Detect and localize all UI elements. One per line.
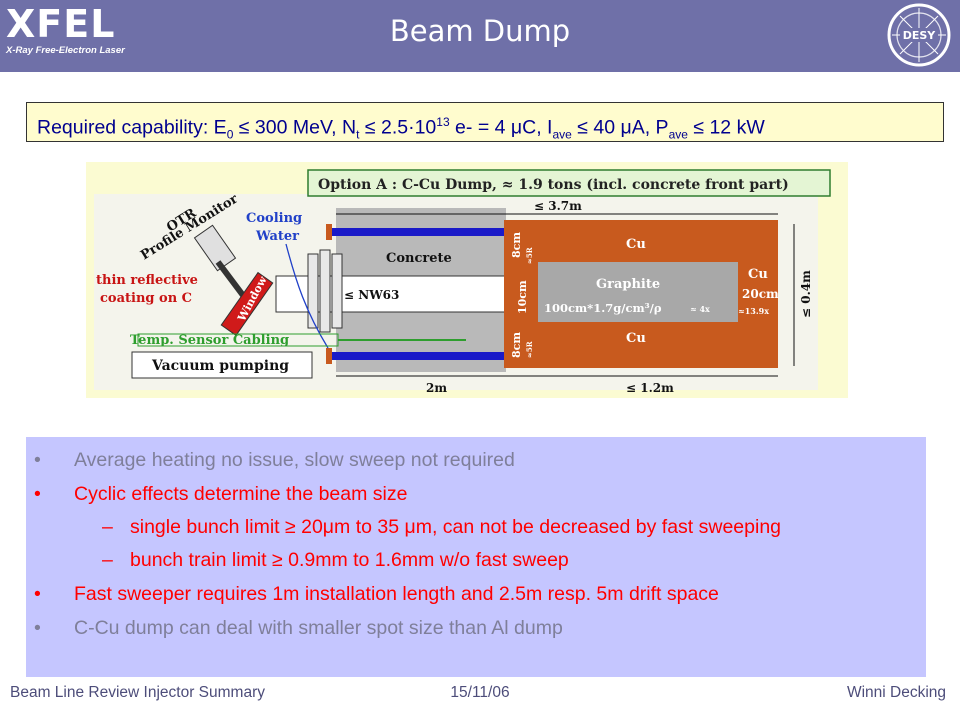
vacuum-box xyxy=(131,351,313,379)
bullet-marker: • xyxy=(34,617,41,639)
dim-top-label: ≤ 3.7m xyxy=(534,199,582,213)
dim-8cm-bottom: 8cm xyxy=(510,332,523,358)
footer-left: Beam Line Review Injector Summary xyxy=(10,684,265,701)
bullet-marker: • xyxy=(34,449,41,471)
cap-p-val: ≤ 12 kW xyxy=(687,116,765,139)
cap-i-sub: ave xyxy=(552,127,572,142)
cap-p-sub: ave xyxy=(668,127,688,142)
cooling-label: Cooling xyxy=(246,211,302,226)
graphite-label: Graphite xyxy=(596,277,660,292)
water-label: Water xyxy=(255,229,299,244)
cap-n-val: ≤ 2.5·10 xyxy=(359,116,437,139)
dim-5rm-top: ≈5R xyxy=(525,247,534,264)
cap-e-val: ≤ 300 MeV, N xyxy=(233,116,357,139)
graphite-core xyxy=(538,262,738,322)
dim-8cm-top: 8cm xyxy=(510,232,523,258)
cap-n-sub: t xyxy=(356,127,360,142)
cap-n-tail: e- = 4 μC, I xyxy=(449,116,553,139)
footer: Beam Line Review Injector Summary 15/11/… xyxy=(0,684,960,702)
bullet-text: Fast sweeper requires 1m installation le… xyxy=(74,583,719,605)
bullet-item: • C-Cu dump can deal with smaller spot si… xyxy=(26,611,926,645)
sub-bullet-item: –single bunch limit ≥ 20μm to 35 μm, can… xyxy=(26,511,926,544)
required-capability-box: Required capability: E0 ≤ 300 MeV, Nt ≤ … xyxy=(26,102,944,142)
bellows xyxy=(307,249,343,333)
nw63-label: ≤ NW63 xyxy=(344,288,399,302)
cap-prefix: Required capability: E xyxy=(37,116,227,139)
flange-bottom xyxy=(326,348,332,364)
cu-top-label: Cu xyxy=(626,237,646,252)
concrete-bottom xyxy=(336,312,506,372)
bullet-list: • Average heating no issue, slow sweep no… xyxy=(26,437,926,677)
cu-20cm-label: 20cm xyxy=(742,287,779,301)
bullet-text: Cyclic effects determine the beam size xyxy=(74,483,408,505)
dash-marker: – xyxy=(102,549,113,571)
cu-x0-label: ≈13.9x xyxy=(738,306,769,316)
option-label-box xyxy=(307,169,831,197)
graphite-formula: 100cm*1.7g/cm³/ρ xyxy=(544,301,662,315)
cu-right-label: Cu xyxy=(748,267,768,282)
footer-author: Winni Decking xyxy=(846,684,946,701)
bullet-text: single bunch limit ≥ 20μm to 35 μm, can … xyxy=(130,516,782,538)
bullet-item: • Average heating no issue, slow sweep no… xyxy=(26,443,926,477)
bullet-text: Average heating no issue, slow sweep not… xyxy=(74,449,515,471)
slide-title: Beam Dump xyxy=(389,14,571,48)
dash-marker: – xyxy=(102,516,113,538)
cap-i-val: ≤ 40 μA, P xyxy=(571,116,669,139)
concrete-top xyxy=(336,208,506,276)
dim-04m-label: ≤ 0.4m xyxy=(799,270,813,318)
desy-logo-icon: DESY xyxy=(887,3,951,67)
beam-dump-diagram: Option A : C-Cu Dump, ≈ 1.9 tons (incl. … xyxy=(86,162,848,398)
header-bar: XFEL X-Ray Free-Electron Laser Beam Dump… xyxy=(0,0,960,72)
logo-text: XFEL xyxy=(6,2,116,46)
otr-camera xyxy=(193,224,237,272)
option-label: Option A : C-Cu Dump, ≈ 1.9 tons (incl. … xyxy=(318,177,789,193)
coating-label: coating on C xyxy=(100,291,192,306)
bullet-text: bunch train limit ≥ 0.9mm to 1.6mm w/o f… xyxy=(130,549,569,571)
bullet-marker: • xyxy=(34,483,41,505)
dim-5rm-bottom: ≈5R xyxy=(525,341,534,358)
desy-logo-text: DESY xyxy=(903,29,937,42)
dim-2m-label: 2m xyxy=(426,381,447,395)
bullet-marker: • xyxy=(34,583,41,605)
vacuum-label: Vacuum pumping xyxy=(151,358,289,374)
footer-date: 15/11/06 xyxy=(450,684,510,701)
graphite-x0: ≈ 4x xyxy=(690,304,710,314)
xfel-logo: XFEL X-Ray Free-Electron Laser xyxy=(6,4,125,56)
dim-12m-label: ≤ 1.2m xyxy=(626,381,674,395)
cap-n-exp: 13 xyxy=(436,115,450,129)
cu-bottom-label: Cu xyxy=(626,331,646,346)
bullet-item: • Fast sweeper requires 1m installation l… xyxy=(26,577,926,611)
dim-10cm: 10cm xyxy=(516,280,529,314)
thin-reflective-label: thin reflective xyxy=(96,273,198,288)
temp-sensor-label: Temp. Sensor Cabling xyxy=(130,333,289,348)
window-element xyxy=(220,271,274,337)
cap-e-sub: 0 xyxy=(226,127,234,142)
logo-subtitle: X-Ray Free-Electron Laser xyxy=(6,45,125,56)
sub-bullet-item: –bunch train limit ≥ 0.9mm to 1.6mm w/o … xyxy=(26,544,926,577)
beam-pipe xyxy=(275,275,537,313)
cooling-arrow xyxy=(285,243,329,349)
bullet-text: C-Cu dump can deal with smaller spot siz… xyxy=(74,617,563,639)
concrete-label: Concrete xyxy=(386,251,452,266)
bullet-item: • Cyclic effects determine the beam size xyxy=(26,477,926,511)
flange-top xyxy=(326,224,332,240)
